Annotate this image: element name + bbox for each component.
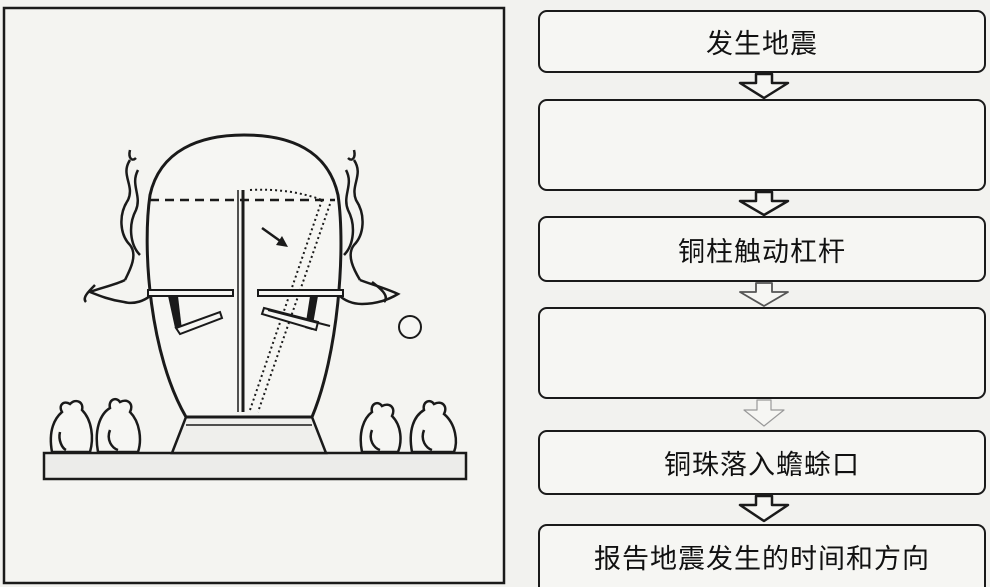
step-box-6: 报告地震发生的时间和方向 [538,524,986,587]
left-dragon [83,149,151,305]
seismograph-illustration [2,6,506,585]
step-text-6: 报告地震发生的时间和方向 [594,544,930,575]
copper-ball [398,315,422,339]
left-lever [147,289,234,297]
down-arrow-3 [739,282,789,307]
step-box-1: 发生地震 [538,10,986,73]
tilted-pillar-outline-a [249,199,323,411]
down-arrow-5 [738,494,790,523]
step-text-1: 发生地震 [706,29,818,60]
step-text-5: 铜珠落入蟾蜍口 [664,450,860,481]
right-toads [359,399,458,454]
step-box-4-blank [538,307,986,399]
down-arrow-2 [738,190,790,217]
tilt-arc [249,188,323,201]
base-platform [42,451,468,481]
tilted-pillar-outline-b [257,203,331,413]
right-lever [257,289,344,297]
left-toads [49,397,142,454]
right-dragon [339,149,401,306]
step-box-5: 铜珠落入蟾蜍口 [538,430,986,495]
step-box-2-blank [538,99,986,191]
down-arrow-4 [743,399,785,427]
step-box-3: 铜柱触动杠杆 [538,216,986,282]
down-arrow-1 [738,72,790,100]
step-text-3: 铜柱触动杠杆 [678,236,846,268]
